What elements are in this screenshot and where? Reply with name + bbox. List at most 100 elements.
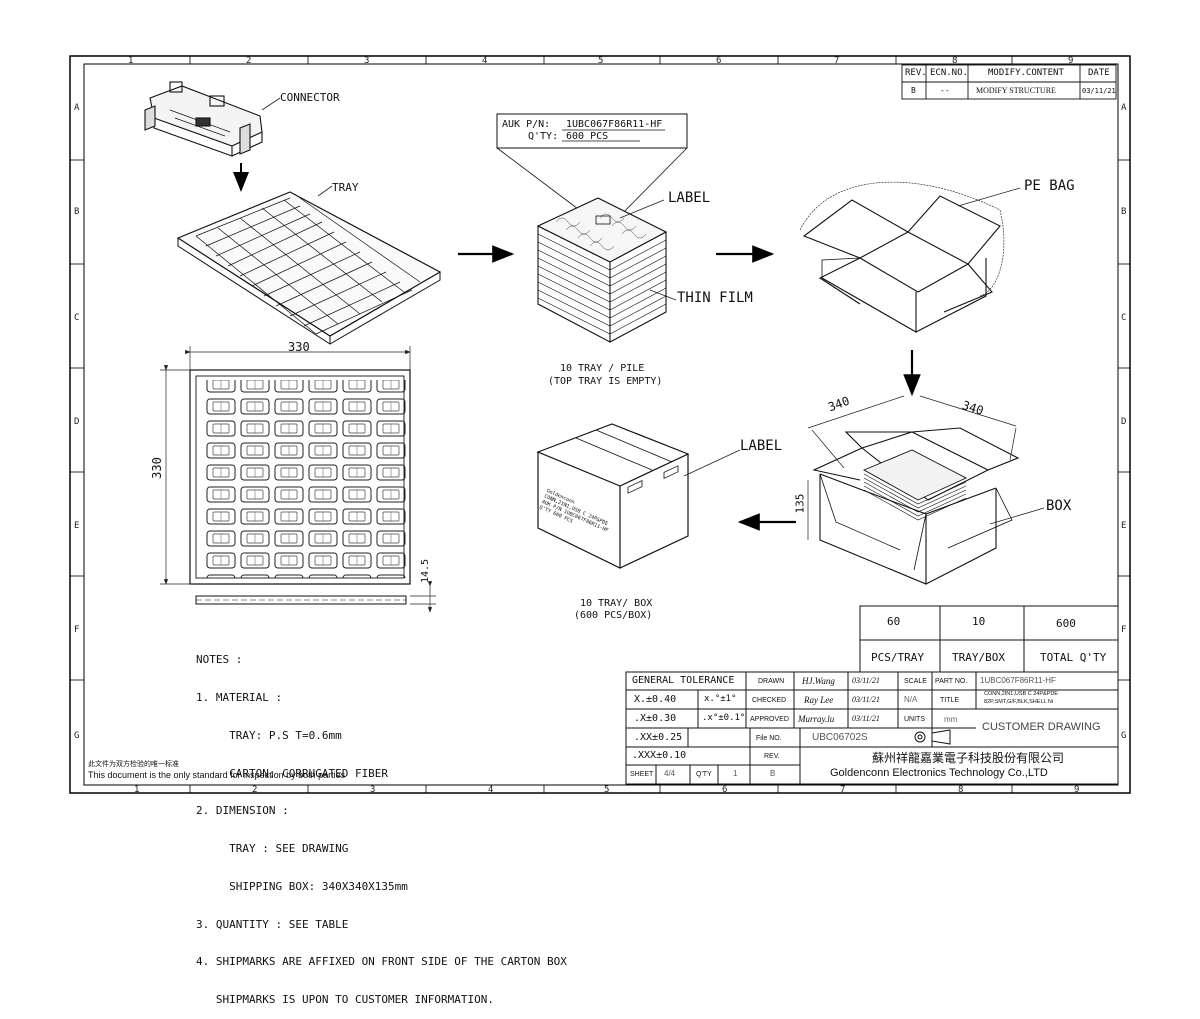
box-caption: 10 TRAY/ BOX [580, 598, 653, 609]
qty-unit-pcs-tray: PCS/TRAY [871, 651, 924, 664]
note-line: TRAY : SEE DRAWING [196, 842, 349, 856]
title-label: TITLE [940, 697, 960, 704]
sheet-value: 4/4 [664, 769, 676, 778]
row-label: A [74, 103, 80, 113]
col-label: 8 [958, 785, 964, 795]
col-label: 6 [722, 785, 728, 795]
note-line: SHIPMARKS IS UPON TO CUSTOMER INFORMATIO… [196, 993, 495, 1007]
box-dimension-lines [807, 395, 1017, 540]
qty-label: Q'TY [696, 771, 712, 778]
footer-cn-note: 此文件为双方检验的唯一标准 [88, 761, 179, 768]
qty-value: 1 [733, 769, 738, 778]
dim-tray-height: 330 [149, 457, 164, 479]
sheet-label: SHEET [630, 771, 654, 778]
note-line: SHIPPING BOX: 340X340X135mm [196, 879, 408, 893]
tray-top-view [189, 369, 411, 605]
qty-unit-tray-box: TRAY/BOX [952, 651, 1005, 664]
connector-drawing [144, 81, 263, 157]
closed-carton-drawing [536, 423, 690, 569]
qty-value-total: 600 [1056, 617, 1076, 630]
col-label: 2 [246, 56, 252, 66]
checked-date: 03/11/21 [852, 695, 880, 704]
col-label: 9 [1068, 56, 1074, 66]
open-box-drawing [812, 427, 1020, 585]
box-caption-sub: (600 PCS/BOX) [574, 610, 653, 621]
tray-label: TRAY [332, 181, 359, 194]
pile-caption-sub: (TOP TRAY IS EMPTY) [548, 376, 663, 387]
row-label: D [74, 417, 80, 427]
note-line: 1. MATERIAL : [196, 690, 283, 704]
drawn-name: HJ.Wang [802, 676, 835, 686]
col-label: 3 [370, 785, 376, 795]
notes-block: NOTES : 1. MATERIAL : TRAY: P.S T=0.6mm … [196, 629, 567, 1019]
drawing-frame [69, 55, 1131, 794]
note-line: TRAY: P.S T=0.6mm [196, 728, 342, 742]
tol-angular: .x°±0.1° [702, 713, 746, 723]
row-label: A [1121, 103, 1127, 113]
row-label: B [74, 207, 80, 217]
rev-header: ECN.NO. [930, 68, 968, 78]
checked-name: Ray Lee [804, 695, 834, 705]
pile-caption: 10 TRAY / PILE [560, 363, 645, 374]
row-label: D [1121, 417, 1127, 427]
row-label: B [1121, 207, 1127, 217]
scale-value: N/A [904, 695, 918, 704]
label-callout: LABEL [668, 190, 711, 206]
file-no-value: UBC06702S [812, 732, 868, 743]
dim-tray-thickness: 14.5 [420, 558, 432, 584]
part-no-label: PART NO. [935, 678, 968, 685]
thin-film-callout: THIN FILM [677, 290, 753, 306]
file-no-label: File NO. [756, 735, 782, 742]
col-label: 7 [840, 785, 846, 795]
col-label: 5 [604, 785, 610, 795]
dim-box-height: 135 [793, 493, 807, 514]
col-label: 8 [952, 56, 958, 66]
col-label: 1 [128, 56, 134, 66]
row-label: F [74, 625, 80, 635]
row-label: G [74, 731, 80, 741]
row-label: G [1121, 731, 1127, 741]
units-label: UNITS [904, 716, 925, 723]
rev-cell: -- [940, 86, 950, 95]
drawn-label: DRAWN [758, 678, 785, 685]
dim-tray-width: 330 [288, 340, 310, 354]
tray-iso-drawing [176, 191, 442, 345]
col-label: 2 [252, 785, 258, 795]
units-value: mm [944, 715, 958, 724]
label-card-pn-value: 1UBC067F86R11-HF [566, 119, 663, 130]
row-label: C [74, 313, 80, 323]
col-label: 4 [488, 785, 494, 795]
drawing-canvas [69, 55, 1131, 794]
approved-name: Murray.lu [798, 714, 835, 724]
col-label: 4 [482, 56, 488, 66]
part-no-value: 1UBC067F86R11-HF [980, 676, 1056, 685]
scale-label: SCALE [904, 678, 927, 685]
connector-label: CONNECTOR [280, 91, 340, 104]
approved-label: APPROVED [750, 716, 789, 723]
note-line: NOTES : [196, 653, 243, 667]
tol-linear: X.±0.40 [634, 694, 677, 705]
title-block-grid [625, 671, 1119, 785]
note-line: CARTON: CORRUGATED FIBER [196, 766, 389, 780]
title-line-2: 82P,SMT,G/F,BLK,SHELL Ni [984, 699, 1054, 705]
col-label: 1 [134, 785, 140, 795]
company-name-en: Goldenconn Electronics Technology Co.,LT… [830, 767, 1048, 779]
row-label: E [74, 521, 80, 531]
title-line-1: CONN,2IN1,USB C 24P&PDE [984, 691, 1058, 697]
label-card-qty-value: 600 PCS [566, 131, 609, 142]
col-label: 6 [716, 56, 722, 66]
qty-unit-total: TOTAL Q'TY [1040, 651, 1107, 664]
row-label: E [1121, 521, 1127, 531]
col-label: 3 [364, 56, 370, 66]
footer-en-note: This document is the only standard for i… [88, 770, 346, 780]
rev-cell: MODIFY STRUCTURE [976, 86, 1056, 95]
rev-cell: B [911, 86, 916, 95]
approved-date: 03/11/21 [852, 714, 880, 723]
label-card-qty-key: Q'TY: [528, 131, 559, 142]
pe-bag-callout: PE BAG [1024, 178, 1075, 194]
tol-linear: .X±0.30 [634, 713, 677, 724]
rev-header: DATE [1088, 68, 1110, 78]
tol-angular: x.°±1° [704, 694, 737, 704]
row-label: F [1121, 625, 1127, 635]
tol-linear: .XX±0.25 [634, 732, 683, 743]
